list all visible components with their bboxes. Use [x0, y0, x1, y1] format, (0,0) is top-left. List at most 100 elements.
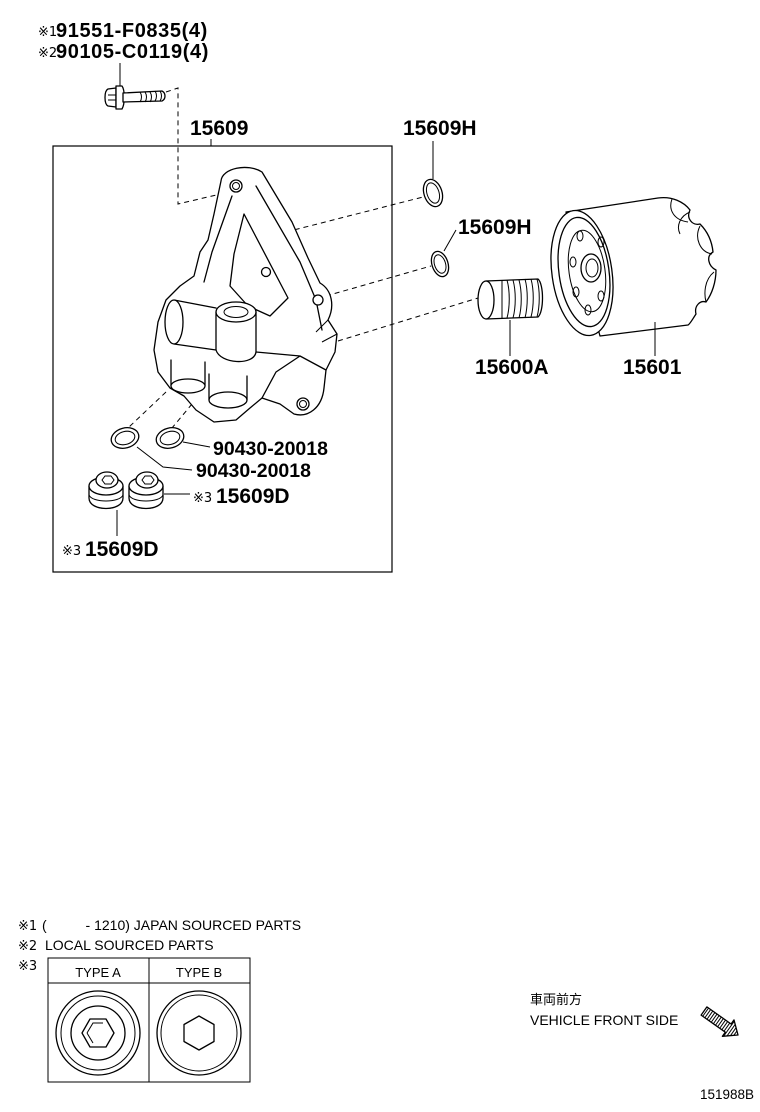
housing-middle-hole: [260, 266, 272, 278]
filter: [550, 196, 717, 337]
fastener-labels: ※1 91551-F0835(4) ※2 90105-C0119(4): [38, 20, 208, 87]
dashed-line-to-o-ring-left: [127, 391, 167, 429]
arrow-hatch-line: [704, 1009, 712, 1019]
plug-left-groove: [88, 494, 124, 502]
gasket-upper-outer: [422, 178, 444, 208]
fastener-2-mark: ※2: [38, 46, 57, 61]
housing-outline: [153, 166, 338, 423]
housing-bottom-hole-inner: [299, 400, 307, 408]
gasket-lower-part-number: 15609H: [458, 216, 532, 239]
bolt-assembly-dashed-line: [165, 87, 230, 205]
plug-right-head: [135, 471, 159, 489]
housing-top-hole: [229, 179, 243, 193]
arrow-hatch-line: [715, 1016, 722, 1026]
housing-pipe: [173, 299, 217, 351]
dashed-line-to-o-ring-right: [171, 403, 193, 429]
arrow-down-right-icon: [700, 1006, 739, 1037]
union-end-face: [477, 280, 495, 320]
illustration-code: 151988B: [700, 1087, 754, 1102]
arrow-hatch-line: [723, 1020, 735, 1037]
plug-type-b-header: TYPE B: [176, 965, 222, 980]
note-2-mark: ※2: [18, 939, 37, 954]
gasket-upper-part-number: 15609H: [403, 117, 477, 140]
housing-right-hole: [312, 294, 324, 306]
gasket-lower-outer: [430, 250, 450, 278]
housing-port-1-sides: [170, 359, 206, 387]
plug-type-a-socket-depth: [86, 1022, 103, 1044]
bolt-head: [104, 87, 117, 108]
plug-1-part-number: 15609D: [216, 485, 290, 508]
dashed-line-to-union: [337, 297, 479, 342]
arrow-hatch-line: [702, 1007, 709, 1017]
housing-boss-top: [215, 301, 257, 323]
o-ring-left: [110, 427, 140, 449]
filter-part-number: 15601: [623, 356, 682, 379]
arrow-hatch: [702, 1007, 738, 1037]
note-1-text: ( - 1210) JAPAN SOURCED PARTS: [42, 917, 301, 933]
arrow-hatch-line: [733, 1030, 738, 1036]
plug-type-a-hex-socket: [81, 1018, 115, 1048]
housing-left-rib: [203, 195, 233, 283]
o-ring-2-part-number: 90430-20018: [196, 460, 311, 482]
union-body: [485, 278, 544, 320]
filter-wrench-scallops: [670, 198, 715, 303]
plug-left-head: [95, 471, 119, 489]
note-1-mark: ※1: [18, 919, 37, 934]
housing-port-1: [170, 378, 206, 394]
dashed-line-to-lower-gasket: [325, 265, 432, 297]
gasket-upper-inner: [425, 182, 441, 204]
note-2-text: LOCAL SOURCED PARTS: [45, 937, 214, 953]
o-ring-left-leader-line: [136, 446, 193, 471]
filter-inlet-hole: [572, 286, 580, 298]
union-threads: [506, 278, 540, 319]
arrow-hatch-line: [706, 1010, 714, 1020]
arrow-hatch-line: [708, 1012, 716, 1022]
plug-type-b-outer: [156, 990, 242, 1076]
bolt-threads: [139, 90, 162, 103]
housing-boss-bore: [223, 306, 249, 318]
plug-1-mark: ※3: [193, 491, 212, 506]
plug-right: [128, 471, 164, 510]
plug-type-b-illustration: [156, 990, 242, 1076]
filter-inlet-hole: [584, 304, 592, 316]
plug-type-a-outer: [55, 990, 141, 1076]
filter-inlet-hole: [597, 290, 605, 302]
housing-port-2-sides: [208, 373, 248, 401]
arrow-hatch-line: [730, 1027, 737, 1036]
arrow-hatch-line: [712, 1015, 720, 1025]
arrow-hatch-line: [719, 1019, 726, 1029]
o-ring-1-part-number: 90430-20018: [213, 438, 328, 460]
bolt-shaft: [122, 90, 166, 103]
filter-inlet-hole: [597, 236, 605, 248]
plug-type-a-header: TYPE A: [75, 965, 121, 980]
filter-center-thread: [585, 258, 599, 278]
housing-lower-wall: [255, 351, 327, 399]
plug-type-a-illustration: [55, 990, 141, 1076]
union: [477, 278, 544, 320]
housing: [153, 166, 338, 423]
plug-type-table: TYPE A TYPE B: [47, 957, 251, 1083]
vehicle-front-indicator: 車両前方 VEHICLE FRONT SIDE: [530, 992, 739, 1037]
fastener-1-mark: ※1: [38, 25, 57, 40]
arrow-hatch-line: [726, 1024, 736, 1037]
plug-type-b-hex-socket: [183, 1015, 215, 1051]
arrow-hatch-line: [721, 1021, 729, 1031]
plug-2-mark: ※3: [62, 544, 81, 559]
plug-2-part-number: 15609D: [85, 538, 159, 561]
plug-type-a-flange: [60, 995, 136, 1071]
housing-tab-lines: [315, 319, 338, 343]
o-ring-left-inner: [114, 430, 136, 446]
housing-right-rib: [255, 185, 323, 331]
note-3-mark: ※3: [18, 959, 37, 974]
plug-type-a-head: [70, 1005, 126, 1061]
arrow-hatch-line: [723, 1022, 731, 1032]
plug-left: [88, 471, 124, 510]
housing-bottom-hole: [296, 397, 310, 411]
plug-left-hex-socket: [101, 475, 115, 485]
o-ring-right-leader-line: [182, 441, 211, 448]
o-ring-right-inner: [159, 430, 181, 446]
o-ring-right: [155, 427, 185, 449]
housing-part-number: 15609: [190, 117, 248, 140]
arrow-outline: [700, 1006, 739, 1037]
